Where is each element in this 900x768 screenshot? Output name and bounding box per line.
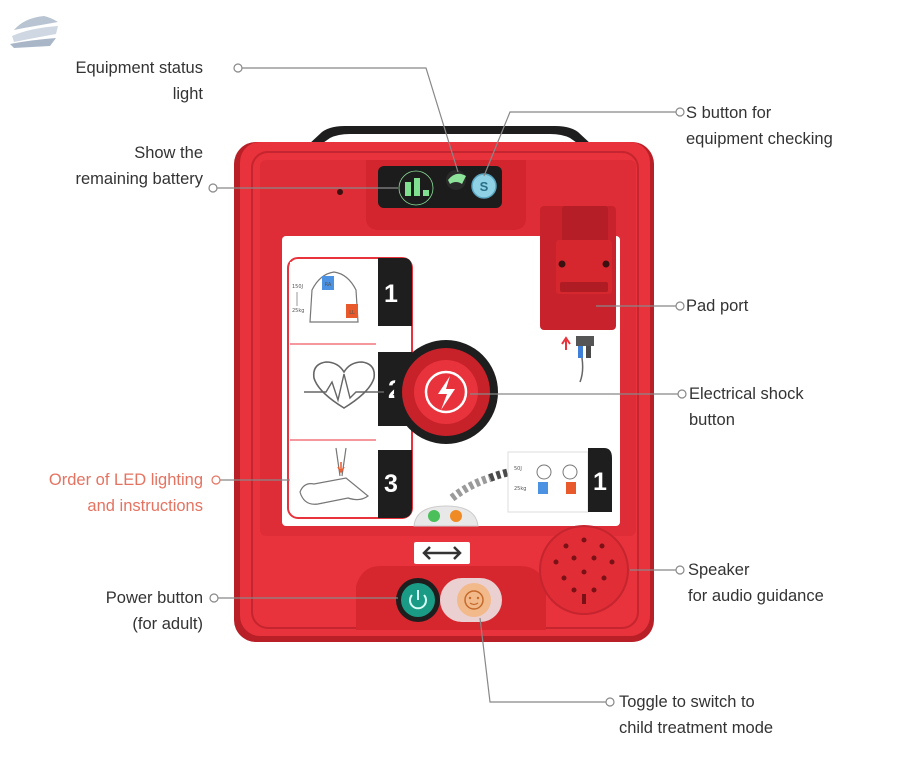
s-button-letter: S bbox=[480, 179, 489, 194]
label-led-order: Order of LED lighting and instructions bbox=[49, 467, 203, 519]
status-light bbox=[446, 170, 466, 190]
label-line: and instructions bbox=[87, 497, 203, 515]
label-line: Speaker bbox=[688, 561, 750, 579]
label-line: remaining battery bbox=[75, 170, 203, 188]
label-line: child treatment mode bbox=[619, 719, 774, 737]
label-s-button: S button for equipment checking bbox=[686, 100, 833, 152]
label-line: equipment checking bbox=[686, 130, 833, 148]
label-child-toggle: Toggle to switch to child treatment mode bbox=[619, 689, 773, 741]
label-line: Electrical shock bbox=[689, 385, 804, 403]
s-button[interactable]: S bbox=[471, 173, 497, 199]
label-line: Equipment status bbox=[75, 59, 204, 77]
label-line: for audio guidance bbox=[688, 587, 824, 605]
step-3-number: 3 bbox=[384, 470, 398, 498]
energy-child-joules: 50J bbox=[514, 466, 522, 472]
label-power-button: Power button (for adult) bbox=[106, 585, 203, 637]
label-shock-button: Electrical shock button bbox=[689, 381, 804, 433]
shock-button[interactable] bbox=[394, 340, 498, 444]
label-pad-port: Pad port bbox=[686, 293, 748, 319]
device-handle bbox=[308, 126, 592, 145]
energy-adult-weight: 25kg bbox=[292, 308, 304, 314]
label-line: Toggle to switch to bbox=[619, 693, 755, 711]
double-arrow-icon bbox=[414, 542, 470, 564]
energy-adult-joules: 150J bbox=[292, 284, 303, 290]
child-toggle-button[interactable] bbox=[440, 578, 502, 622]
label-remaining-battery: Show the remaining battery bbox=[76, 140, 203, 192]
power-button[interactable] bbox=[396, 578, 440, 622]
battery-icon bbox=[398, 170, 434, 206]
pad-connector bbox=[561, 336, 594, 383]
pad-label-ra: RA bbox=[325, 282, 332, 288]
pad-port[interactable] bbox=[540, 206, 616, 330]
label-equipment-status: Equipment status light bbox=[76, 55, 204, 107]
label-line: Order of LED lighting bbox=[48, 471, 203, 489]
step-1-number: 1 bbox=[384, 280, 398, 308]
label-line: light bbox=[172, 85, 203, 103]
child-face-icon bbox=[464, 590, 484, 610]
step-1-panel: 1 RA LL 150J 25kg bbox=[290, 258, 412, 326]
energy-child-weight: 25kg bbox=[514, 486, 526, 492]
heart-icon bbox=[304, 361, 384, 409]
pad-label-ll: LL bbox=[349, 310, 355, 316]
power-icon bbox=[409, 590, 427, 610]
leader-dots bbox=[208, 63, 687, 707]
lightning-icon bbox=[438, 376, 455, 410]
leader-lines bbox=[216, 67, 678, 703]
label-line: Show the bbox=[134, 144, 203, 162]
label-line: button bbox=[689, 411, 735, 429]
child-mode-panel: 50J 25kg 1 bbox=[449, 448, 612, 513]
watermark-logo bbox=[10, 16, 58, 48]
speaker-grille bbox=[539, 525, 629, 615]
child-step-number: 1 bbox=[593, 468, 607, 496]
led-order-dot bbox=[211, 475, 221, 485]
led-window bbox=[413, 505, 479, 527]
label-line: S button for bbox=[686, 104, 772, 122]
label-speaker: Speaker for audio guidance bbox=[688, 557, 824, 609]
label-line: Power button bbox=[105, 589, 203, 607]
label-line: Pad port bbox=[686, 297, 749, 315]
step-3-panel: 3 bbox=[290, 439, 412, 518]
label-line: (for adult) bbox=[132, 615, 203, 633]
